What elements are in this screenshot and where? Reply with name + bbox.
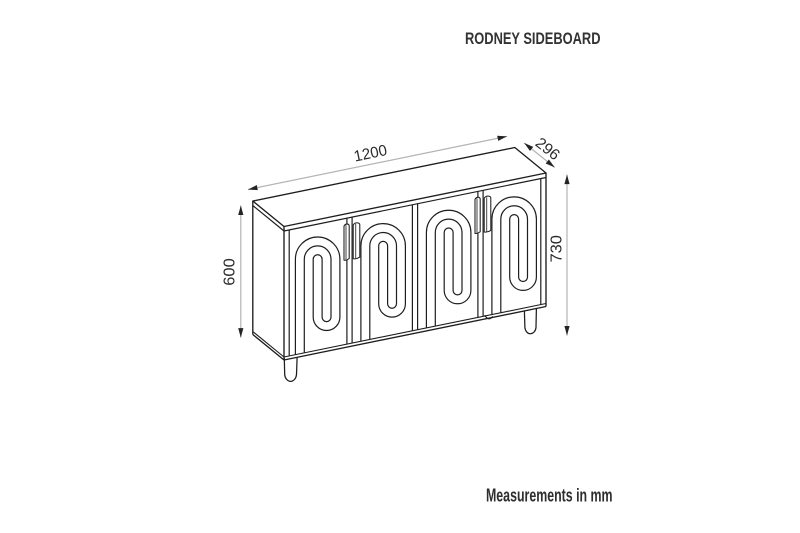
- svg-text:730: 730: [548, 235, 565, 263]
- svg-text:Measurements in mm: Measurements in mm: [486, 486, 613, 506]
- svg-text:600: 600: [221, 258, 238, 286]
- svg-text:1200: 1200: [352, 142, 389, 165]
- svg-text:RODNEY SIDEBOARD: RODNEY SIDEBOARD: [465, 30, 601, 48]
